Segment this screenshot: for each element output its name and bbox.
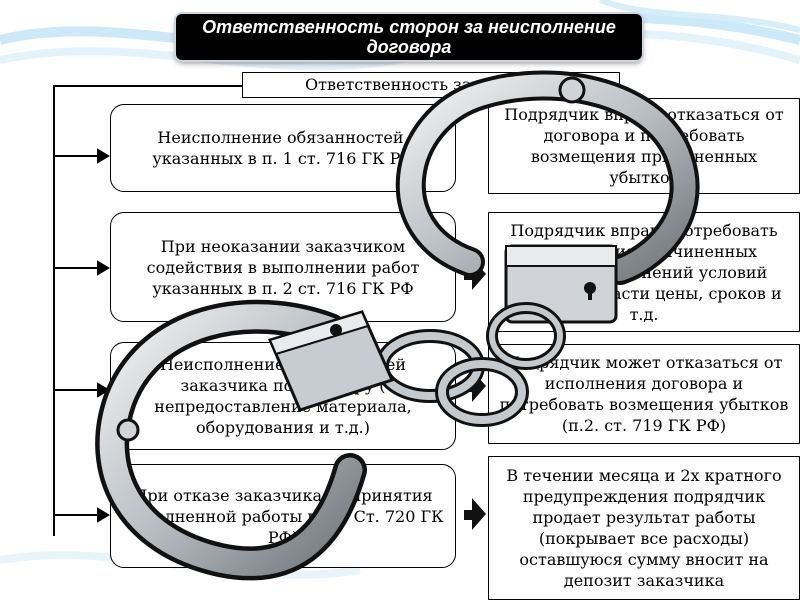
cuff-lock-lower [267,310,395,412]
consequence-box-4: В течении месяца и 2х кратного предупреж… [488,456,800,600]
slide-title: Ответственность сторон за неисполнение д… [176,14,642,60]
cuff-chain [375,302,566,427]
